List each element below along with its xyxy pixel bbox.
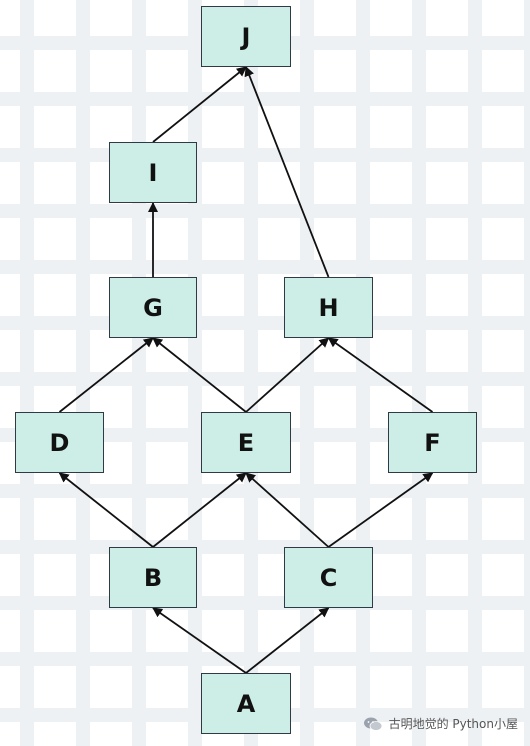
edge-c-to-f — [327, 472, 434, 548]
node-i: I — [109, 142, 197, 203]
node-h: H — [284, 277, 373, 338]
edge-a-to-b — [152, 607, 247, 674]
node-c: C — [284, 547, 373, 608]
edge-e-to-g — [152, 337, 247, 413]
edge-b-to-d — [58, 472, 154, 548]
node-j: J — [201, 6, 291, 67]
edge-f-to-h — [327, 337, 434, 413]
watermark-text: 古明地觉的 Python小屋 — [388, 717, 518, 731]
node-b: B — [109, 547, 197, 608]
node-d: D — [15, 412, 104, 473]
edge-e-to-h — [245, 337, 330, 413]
edge-b-to-e — [152, 472, 247, 548]
edge-h-to-j — [244, 66, 330, 278]
edge-c-to-e — [245, 472, 330, 548]
node-a: A — [201, 673, 291, 734]
edge-i-to-j — [152, 66, 247, 143]
node-g: G — [109, 277, 197, 338]
edge-a-to-c — [245, 607, 330, 674]
edge-d-to-g — [58, 337, 154, 413]
node-f: F — [388, 412, 477, 473]
wechat-icon — [363, 717, 382, 731]
node-e: E — [201, 412, 291, 473]
watermark: 古明地觉的 Python小屋 — [363, 715, 518, 732]
